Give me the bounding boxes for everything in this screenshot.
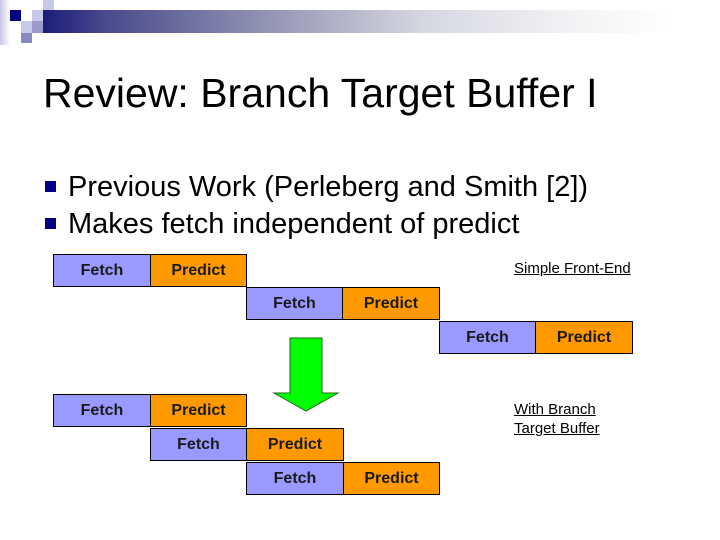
- fetch-box: Fetch: [53, 394, 151, 427]
- decor-square: [32, 10, 44, 21]
- fetch-box: Fetch: [150, 428, 247, 461]
- decor-square: [0, 0, 10, 45]
- predict-box: Predict: [342, 287, 440, 320]
- fetch-box: Fetch: [246, 287, 343, 320]
- decor-square: [21, 33, 32, 43]
- fetch-box: Fetch: [439, 321, 536, 354]
- decor-square: [43, 0, 54, 10]
- bullet-text: Makes fetch independent of predict: [68, 208, 520, 240]
- fetch-box: Fetch: [246, 462, 344, 495]
- predict-box: Predict: [150, 394, 247, 427]
- simple-front-end-label: Simple Front-End: [514, 260, 631, 277]
- btb-label-line1: With Branch: [514, 401, 596, 418]
- bullet-item: Makes fetch independent of predict: [45, 207, 519, 241]
- bullet-text: Previous Work (Perleberg and Smith [2]): [68, 171, 589, 203]
- square-bullet-icon: [45, 180, 56, 192]
- fetch-box: Fetch: [53, 254, 151, 287]
- predict-box: Predict: [343, 462, 440, 495]
- title-gradient-bar: [43, 10, 673, 33]
- btb-label-line2: Target Buffer: [514, 420, 600, 437]
- bullet-item: Previous Work (Perleberg and Smith [2]): [45, 170, 588, 204]
- decor-square: [10, 10, 21, 21]
- slide-title: Review: Branch Target Buffer I: [43, 70, 598, 116]
- predict-box: Predict: [246, 428, 344, 461]
- decor-square: [21, 21, 32, 33]
- square-bullet-icon: [45, 217, 56, 229]
- decor-square: [32, 21, 44, 33]
- down-arrow-icon: [272, 337, 340, 412]
- predict-box: Predict: [535, 321, 633, 354]
- predict-box: Predict: [150, 254, 247, 287]
